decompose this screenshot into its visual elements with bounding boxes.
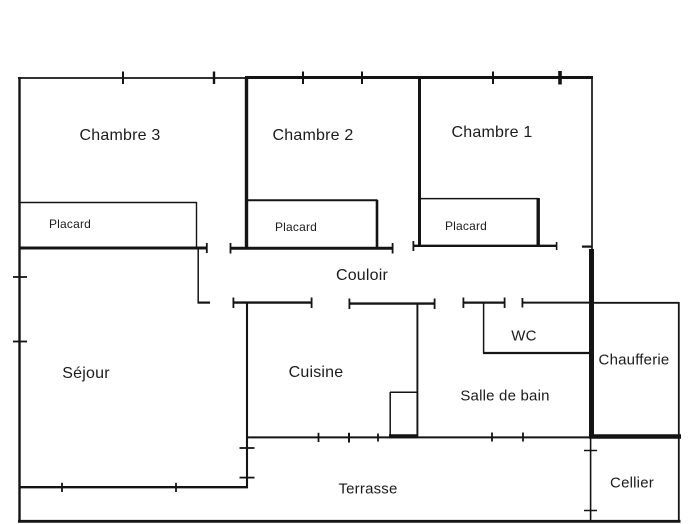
room-label-placard-chambre3: Placard bbox=[48, 217, 92, 231]
room-label-sejour: Séjour bbox=[62, 365, 110, 382]
room-label-salle-de-bain: Salle de bain bbox=[460, 387, 550, 405]
room-label-placard-chambre1: Placard bbox=[444, 219, 488, 233]
room-label-cuisine: Cuisine bbox=[288, 364, 344, 381]
room-label-terrasse: Terrasse bbox=[338, 480, 398, 498]
room-label-wc: WC bbox=[511, 327, 537, 345]
room-label-couloir: Couloir bbox=[335, 267, 389, 284]
room-label-chambre-2: Chambre 2 bbox=[272, 127, 354, 144]
room-label-chambre-3: Chambre 3 bbox=[79, 127, 161, 144]
room-label-cellier: Cellier bbox=[610, 474, 654, 492]
room-label-placard-chambre2: Placard bbox=[274, 220, 318, 234]
room-label-chaufferie: Chaufferie bbox=[598, 351, 670, 369]
room-label-chambre-1: Chambre 1 bbox=[451, 124, 533, 141]
